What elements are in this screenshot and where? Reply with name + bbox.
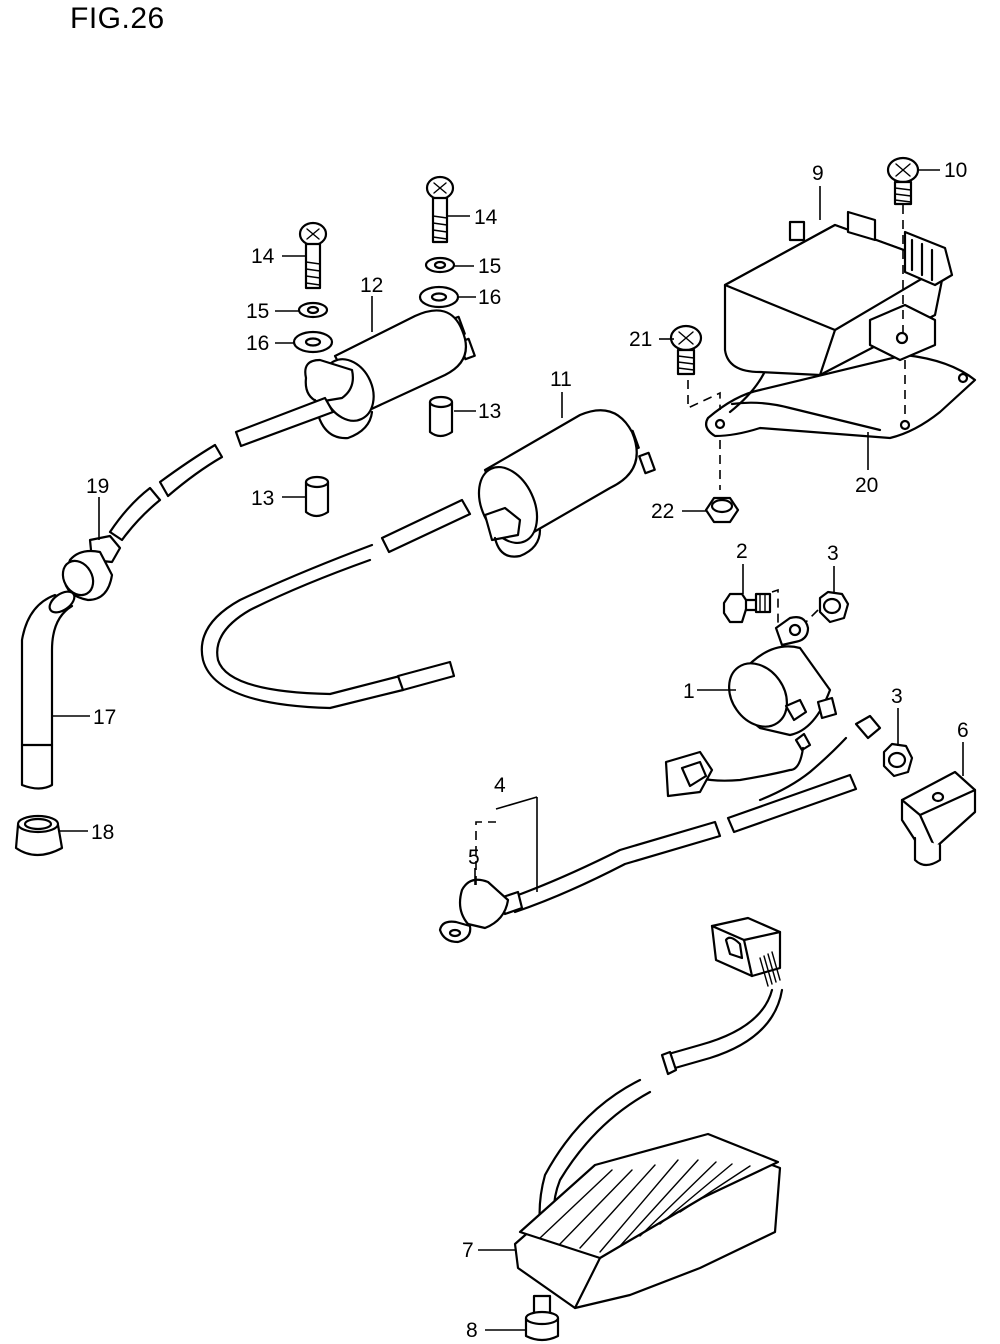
callout-1: 1 xyxy=(683,680,695,703)
washer-16-left xyxy=(292,330,334,354)
callout-2: 2 xyxy=(736,540,748,563)
callout-5: 5 xyxy=(468,846,480,869)
leader-lines xyxy=(52,169,964,1331)
control-unit-9 xyxy=(723,210,954,377)
control-unit-bracket-20 xyxy=(705,343,977,440)
callout-19: 19 xyxy=(86,475,109,498)
callout-16a: 16 xyxy=(478,286,501,309)
callout-14b: 14 xyxy=(251,245,275,268)
callout-20: 20 xyxy=(855,474,878,497)
washer-15-right xyxy=(424,256,456,274)
bolt-14-left xyxy=(298,221,328,290)
starter-relay-1 xyxy=(664,616,882,802)
ignition-coil-11 xyxy=(477,409,656,558)
callout-14a: 14 xyxy=(474,206,498,229)
callout-3b: 3 xyxy=(891,685,903,708)
spacer-13-upper xyxy=(428,395,454,438)
boot-cap-18 xyxy=(14,814,64,857)
callout-15b: 15 xyxy=(246,300,269,323)
callout-11: 11 xyxy=(550,368,572,391)
washer-16-right xyxy=(418,285,460,309)
callout-labels: 1 2 3 3 4 5 6 7 8 9 10 11 12 13 13 14 14… xyxy=(86,159,969,1342)
nut-3-lower xyxy=(882,742,914,778)
callout-8: 8 xyxy=(466,1319,478,1342)
callout-13a: 13 xyxy=(478,400,501,423)
callout-12: 12 xyxy=(360,274,383,297)
bolt-14-right xyxy=(425,175,455,244)
bolt-2 xyxy=(722,592,772,624)
spacer-13-lower xyxy=(304,475,330,518)
terminal-cap-6 xyxy=(900,770,977,867)
callout-18: 18 xyxy=(91,821,114,844)
washer-15-left xyxy=(297,301,329,319)
callout-10: 10 xyxy=(944,159,967,182)
callout-7: 7 xyxy=(462,1239,474,1262)
callout-22: 22 xyxy=(651,500,674,523)
plug-cap-19 xyxy=(61,534,122,602)
callout-4: 4 xyxy=(494,774,506,797)
figure-title: FIG.26 xyxy=(70,2,165,35)
bolt-8 xyxy=(524,1294,560,1342)
terminal-cover-5 xyxy=(438,878,510,944)
ignition-coil-12 xyxy=(304,309,476,440)
callout-16b: 16 xyxy=(246,332,269,355)
callout-3a: 3 xyxy=(827,542,839,565)
ht-lead-upper xyxy=(108,396,335,542)
callout-9: 9 xyxy=(812,162,824,185)
callout-17: 17 xyxy=(93,706,116,729)
spark-plug-boot-17 xyxy=(20,590,76,790)
callout-15a: 15 xyxy=(478,255,501,278)
callout-21: 21 xyxy=(629,328,652,351)
ht-lead-lower xyxy=(200,498,472,710)
grommet-nut-22 xyxy=(704,496,740,524)
regulator-rectifier-7 xyxy=(513,916,784,1310)
callout-13b: 13 xyxy=(251,487,274,510)
nut-3-upper xyxy=(818,590,850,624)
callout-6: 6 xyxy=(957,719,969,742)
bolt-10 xyxy=(886,156,920,206)
bolt-21 xyxy=(669,324,703,376)
